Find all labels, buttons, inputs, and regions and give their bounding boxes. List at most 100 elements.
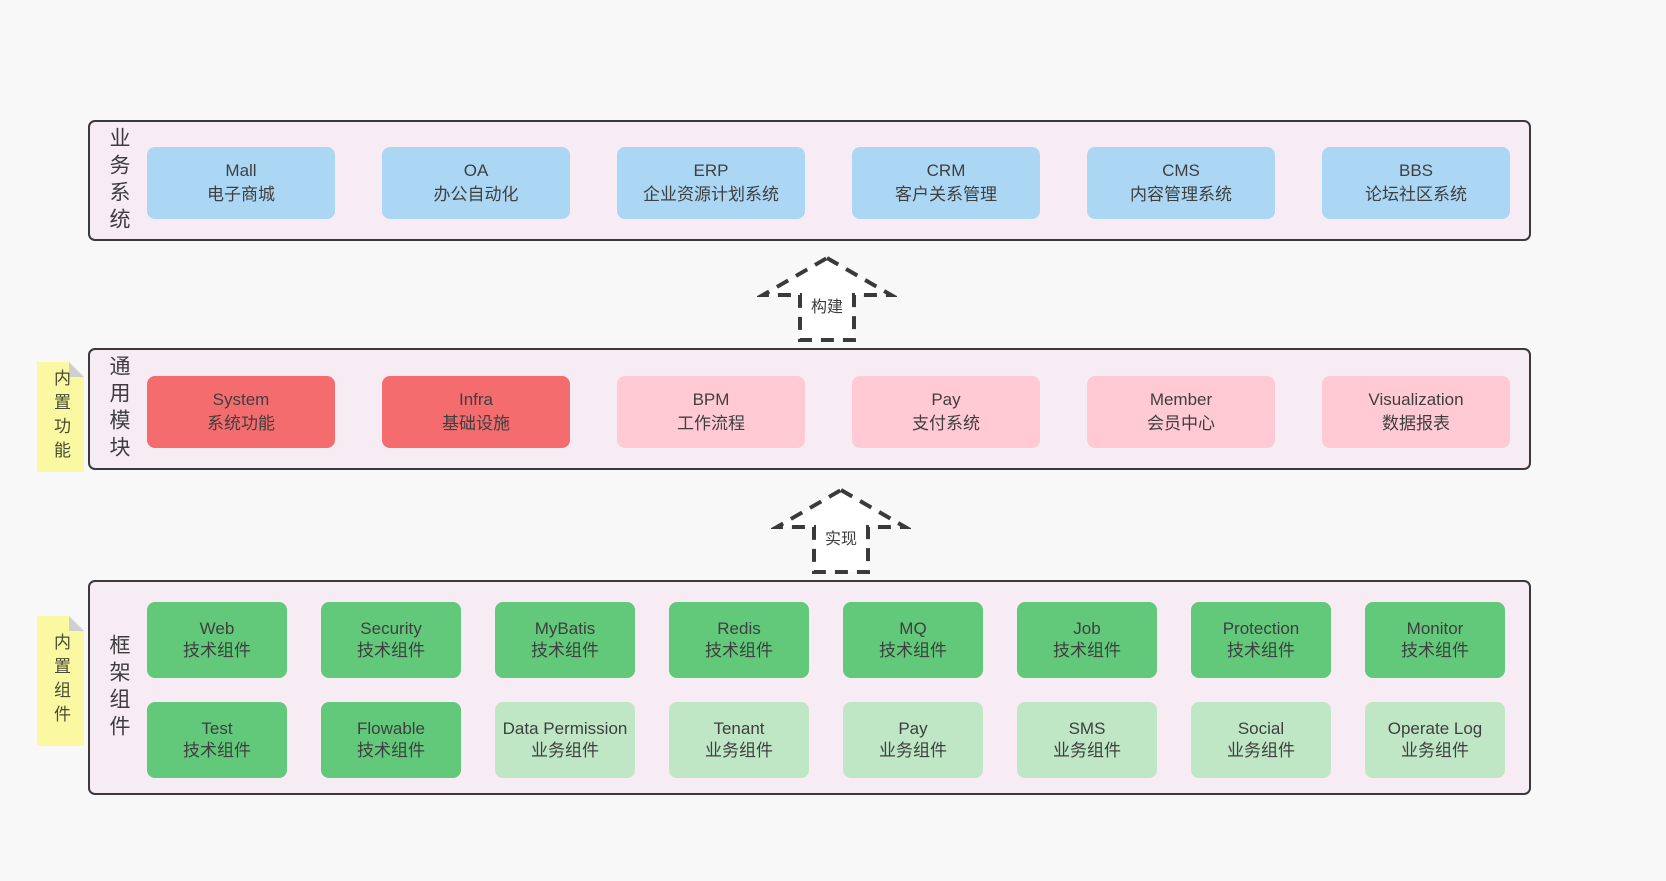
box-subtitle: 技术组件 xyxy=(183,641,251,660)
box-title: MyBatis xyxy=(534,618,596,638)
arrow-implement: 实现 xyxy=(771,486,911,576)
box-system: System 系统功能 xyxy=(147,376,335,448)
box-title: Infra xyxy=(458,389,494,409)
box-infra: Infra 基础设施 xyxy=(382,376,570,448)
box-subtitle: 企业资源计划系统 xyxy=(643,185,779,204)
layer-label-business-systems: 业务系统 xyxy=(107,126,130,235)
box-title: Flowable xyxy=(356,718,426,738)
box-subtitle: 会员中心 xyxy=(1147,414,1215,433)
box-crm: CRM 客户关系管理 xyxy=(852,147,1040,219)
box-title: System xyxy=(212,389,270,409)
layer-business-systems: 业务系统 Mall 电子商城 OA 办公自动化 ERP 企业资源计划系统 CRM… xyxy=(88,120,1531,241)
arrow-build-label: 构建 xyxy=(807,292,847,318)
box-subtitle: 技术组件 xyxy=(357,641,425,660)
box-subtitle: 办公自动化 xyxy=(433,185,519,204)
box-subtitle: 基础设施 xyxy=(442,414,510,433)
box-subtitle: 技术组件 xyxy=(1053,641,1121,660)
layer-label-framework-components: 框架组件 xyxy=(107,633,130,742)
box-title: Web xyxy=(199,618,235,638)
box-subtitle: 技术组件 xyxy=(1401,641,1469,660)
common-modules-row: System 系统功能 Infra 基础设施 BPM 工作流程 Pay 支付系统… xyxy=(147,376,1510,448)
box-oa: OA 办公自动化 xyxy=(382,147,570,219)
arrow-implement-label: 实现 xyxy=(821,524,861,550)
box-subtitle: 工作流程 xyxy=(677,414,745,433)
box-title: Test xyxy=(201,718,233,738)
business-systems-row: Mall 电子商城 OA 办公自动化 ERP 企业资源计划系统 CRM 客户关系… xyxy=(147,147,1510,219)
box-title: Visualization xyxy=(1368,389,1464,409)
box-operate-log: Operate Log 业务组件 xyxy=(1365,702,1505,778)
note-text: 内置组件 xyxy=(51,633,70,729)
box-visualization: Visualization 数据报表 xyxy=(1322,376,1510,448)
box-title: Pay xyxy=(931,389,961,409)
box-subtitle: 客户关系管理 xyxy=(895,185,997,204)
box-member: Member 会员中心 xyxy=(1087,376,1275,448)
framework-components-row-1: Web 技术组件 Security 技术组件 MyBatis 技术组件 Redi… xyxy=(147,602,1505,678)
box-title: ERP xyxy=(693,160,729,180)
box-erp: ERP 企业资源计划系统 xyxy=(617,147,805,219)
box-title: BPM xyxy=(692,389,730,409)
box-title: Job xyxy=(1073,618,1101,638)
box-title: CRM xyxy=(926,160,966,180)
sticky-note-built-in-components: 内置组件 xyxy=(37,616,84,746)
box-title: Pay xyxy=(898,718,928,738)
box-pay-system: Pay 支付系统 xyxy=(852,376,1040,448)
box-security: Security 技术组件 xyxy=(321,602,461,678)
box-social: Social 业务组件 xyxy=(1191,702,1331,778)
box-subtitle: 技术组件 xyxy=(1227,641,1295,660)
box-subtitle: 技术组件 xyxy=(357,741,425,760)
box-title: Mall xyxy=(225,160,257,180)
box-title: Social xyxy=(1237,718,1285,738)
box-subtitle: 数据报表 xyxy=(1382,414,1450,433)
box-pay-component: Pay 业务组件 xyxy=(843,702,983,778)
layer-framework-components: 框架组件 Web 技术组件 Security 技术组件 MyBatis 技术组件… xyxy=(88,580,1531,795)
sticky-note-built-in-features: 内置功能 xyxy=(37,362,84,472)
box-title: Operate Log xyxy=(1387,718,1483,738)
box-title: Protection xyxy=(1222,618,1300,638)
box-monitor: Monitor 技术组件 xyxy=(1365,602,1505,678)
box-subtitle: 系统功能 xyxy=(207,414,275,433)
box-flowable: Flowable 技术组件 xyxy=(321,702,461,778)
box-title: Data Permission xyxy=(502,718,628,738)
box-subtitle: 业务组件 xyxy=(1401,741,1469,760)
box-protection: Protection 技术组件 xyxy=(1191,602,1331,678)
box-subtitle: 技术组件 xyxy=(879,641,947,660)
box-subtitle: 支付系统 xyxy=(912,414,980,433)
box-subtitle: 业务组件 xyxy=(1053,741,1121,760)
box-mybatis: MyBatis 技术组件 xyxy=(495,602,635,678)
box-subtitle: 业务组件 xyxy=(531,741,599,760)
framework-components-row-2: Test 技术组件 Flowable 技术组件 Data Permission … xyxy=(147,702,1505,778)
box-title: SMS xyxy=(1068,718,1106,738)
box-cms: CMS 内容管理系统 xyxy=(1087,147,1275,219)
box-mq: MQ 技术组件 xyxy=(843,602,983,678)
box-subtitle: 技术组件 xyxy=(531,641,599,660)
box-bbs: BBS 论坛社区系统 xyxy=(1322,147,1510,219)
box-title: Monitor xyxy=(1406,618,1464,638)
box-subtitle: 业务组件 xyxy=(1227,741,1295,760)
box-subtitle: 业务组件 xyxy=(705,741,773,760)
layer-common-modules: 通用模块 System 系统功能 Infra 基础设施 BPM 工作流程 Pay… xyxy=(88,348,1531,470)
box-title: CMS xyxy=(1162,160,1200,180)
note-text: 内置功能 xyxy=(51,369,70,465)
box-subtitle: 内容管理系统 xyxy=(1130,185,1232,204)
box-sms: SMS 业务组件 xyxy=(1017,702,1157,778)
box-title: MQ xyxy=(899,618,927,638)
box-redis: Redis 技术组件 xyxy=(669,602,809,678)
box-test: Test 技术组件 xyxy=(147,702,287,778)
box-title: Tenant xyxy=(713,718,765,738)
box-subtitle: 技术组件 xyxy=(705,641,773,660)
box-data-permission: Data Permission 业务组件 xyxy=(495,702,635,778)
box-title: Member xyxy=(1149,389,1213,409)
layer-label-common-modules: 通用模块 xyxy=(107,355,130,463)
box-subtitle: 技术组件 xyxy=(183,741,251,760)
box-mall: Mall 电子商城 xyxy=(147,147,335,219)
box-title: Security xyxy=(360,618,422,638)
box-tenant: Tenant 业务组件 xyxy=(669,702,809,778)
box-bpm: BPM 工作流程 xyxy=(617,376,805,448)
box-subtitle: 业务组件 xyxy=(879,741,947,760)
box-title: Redis xyxy=(717,618,761,638)
box-subtitle: 电子商城 xyxy=(207,185,275,204)
box-web: Web 技术组件 xyxy=(147,602,287,678)
box-job: Job 技术组件 xyxy=(1017,602,1157,678)
box-subtitle: 论坛社区系统 xyxy=(1365,185,1467,204)
